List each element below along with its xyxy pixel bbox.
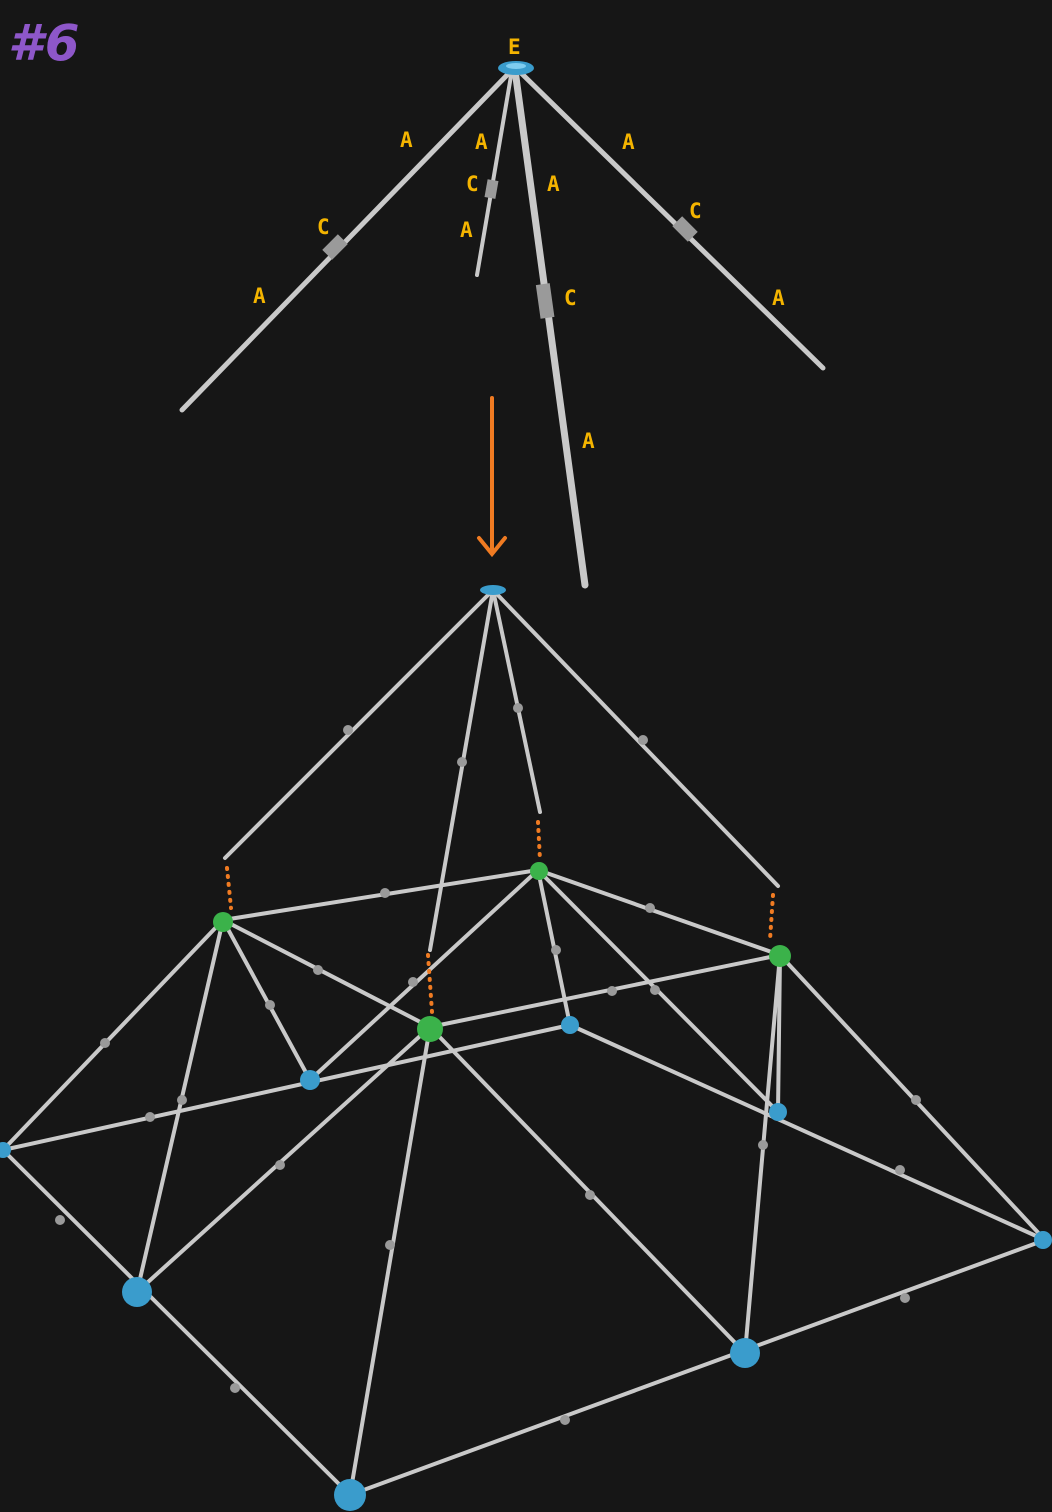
- blue-connectors: [0, 585, 1052, 1511]
- hub-label: E: [508, 35, 521, 59]
- part-label: A: [460, 218, 473, 242]
- part-label: A: [475, 130, 488, 154]
- top-subassembly: [182, 70, 823, 585]
- green-connector: [417, 1016, 443, 1042]
- green-connectors: [213, 862, 791, 1042]
- part-label: C: [466, 172, 479, 196]
- lower-structure: [3, 590, 1045, 1495]
- hub-connector-e-highlight: [506, 63, 526, 69]
- blue-connector: [1034, 1231, 1052, 1249]
- green-connector: [213, 912, 233, 932]
- blue-connector: [300, 1070, 320, 1090]
- part-label: C: [317, 215, 330, 239]
- part-label: A: [772, 286, 785, 310]
- part-label: A: [253, 284, 266, 308]
- part-label: A: [400, 128, 413, 152]
- coupler: [485, 179, 499, 199]
- down-arrow-icon: [479, 398, 505, 554]
- coupler: [536, 283, 555, 319]
- blue-connector: [769, 1103, 787, 1121]
- part-label: A: [547, 172, 560, 196]
- leg-rod: [515, 70, 585, 585]
- part-label: A: [622, 130, 635, 154]
- alignment-guides: [227, 822, 773, 1012]
- blue-connector: [122, 1277, 152, 1307]
- blue-connector: [334, 1479, 366, 1511]
- part-label: C: [689, 199, 702, 223]
- part-label: C: [564, 286, 577, 310]
- green-connector: [530, 862, 548, 880]
- top-hub-connector: [480, 585, 506, 595]
- blue-connector: [730, 1338, 760, 1368]
- leg-rod: [518, 70, 823, 368]
- part-label: A: [582, 429, 595, 453]
- green-connector: [769, 945, 791, 967]
- lower-couplers: [55, 703, 921, 1425]
- blue-connector: [561, 1016, 579, 1034]
